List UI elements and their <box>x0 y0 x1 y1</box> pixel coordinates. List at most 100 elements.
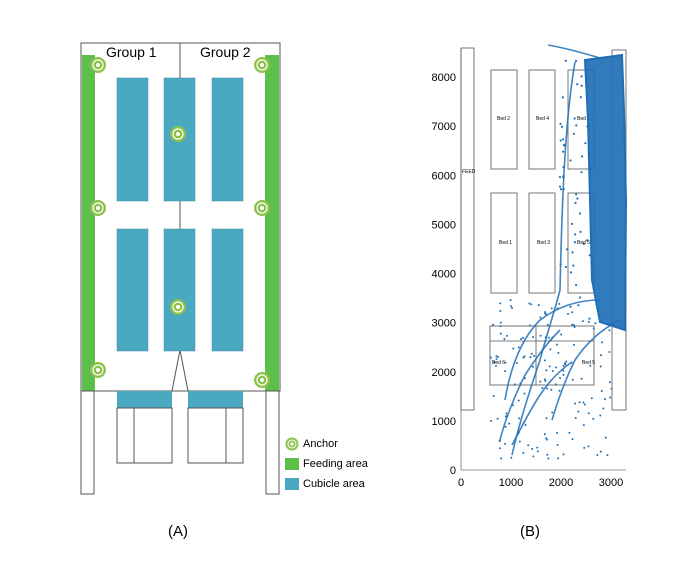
anchor-icon <box>285 437 299 451</box>
trace-point <box>548 365 551 368</box>
trace-point <box>561 96 564 99</box>
trace-point <box>569 305 572 308</box>
trace-point <box>573 325 576 328</box>
trace-point <box>602 407 605 410</box>
trace-point <box>559 263 562 266</box>
y-tick-label: 7000 <box>432 121 456 133</box>
left-lane <box>80 390 95 495</box>
trace-point <box>592 266 595 269</box>
trace-point <box>604 436 607 439</box>
trace-point <box>558 302 561 305</box>
trace-point <box>523 392 526 395</box>
trace-path <box>511 361 573 446</box>
trace-point <box>559 139 562 142</box>
trace-point <box>523 377 526 380</box>
panel-a-floorplan <box>80 42 281 495</box>
trace-point <box>587 320 590 323</box>
trace-point <box>572 132 576 135</box>
cubicle-area <box>188 391 243 408</box>
trace-point <box>599 365 602 368</box>
trace-point <box>608 329 611 332</box>
trace-point <box>531 447 534 450</box>
trace-point <box>575 124 578 127</box>
trace-point <box>551 411 554 414</box>
legend-label: Anchor <box>303 438 338 450</box>
trace-point <box>492 323 495 326</box>
cubicle-area <box>116 228 149 352</box>
trace-path <box>504 299 601 401</box>
trace-point <box>587 412 590 415</box>
trace-point <box>529 356 532 359</box>
legend: Anchor Feeding area Cubicle area <box>285 434 368 494</box>
y-tick-label: 1000 <box>432 416 456 428</box>
y-tick-label: 3000 <box>432 318 456 330</box>
trace-point <box>510 456 513 459</box>
pen-left <box>116 407 173 464</box>
trace-point <box>545 417 548 420</box>
trace-point <box>510 304 513 307</box>
trace-point <box>545 437 548 440</box>
panel-b-label: (B) <box>520 523 540 540</box>
trace-point <box>564 265 568 269</box>
trace-point <box>556 343 559 346</box>
y-tick-label: 5000 <box>432 219 456 231</box>
legend-item-anchor: Anchor <box>285 434 368 454</box>
trace-point <box>574 201 577 204</box>
trace-point <box>523 355 526 358</box>
trace-point <box>580 377 583 380</box>
cubicle-areas <box>116 77 244 408</box>
trace-point <box>557 457 560 460</box>
trace-point <box>582 401 585 404</box>
trace-point <box>610 387 613 390</box>
bed-4 <box>528 69 556 170</box>
trace-point <box>585 80 588 83</box>
trace-point <box>580 84 583 87</box>
trace-point <box>518 417 521 420</box>
x-tick-label: 0 <box>458 477 464 489</box>
trace-point <box>573 117 576 120</box>
trace-point <box>512 347 515 350</box>
trace-point <box>508 422 511 425</box>
trace-point <box>539 380 542 383</box>
trace-point <box>543 378 546 381</box>
x-tick-label: 3000 <box>599 477 623 489</box>
trace-point <box>575 283 578 287</box>
trace-point <box>580 171 583 174</box>
trace-point <box>500 457 503 460</box>
trace-point <box>529 324 532 327</box>
trace-point <box>582 242 585 245</box>
trace-point <box>493 361 496 364</box>
trace-point <box>560 333 563 336</box>
trace-point <box>504 361 507 364</box>
trace-point <box>600 389 603 392</box>
legend-swatch <box>285 458 299 470</box>
dense-trace <box>583 53 628 332</box>
anchor-icon <box>90 57 106 73</box>
trace-point <box>604 398 607 401</box>
trace-point <box>588 317 591 320</box>
group-1-label: Group 1 <box>106 44 157 60</box>
trace-point <box>492 395 495 398</box>
trace-point <box>522 452 525 455</box>
bed-2-label: Bed 2 <box>497 116 511 122</box>
trace-point <box>596 453 599 456</box>
trace-point <box>562 453 565 456</box>
position-trace <box>489 44 628 460</box>
trace-point <box>572 343 575 346</box>
trace-point <box>589 166 592 169</box>
trace-point <box>528 302 531 305</box>
trace-point <box>569 159 572 162</box>
trace-path <box>547 44 601 59</box>
trace-point <box>499 325 502 328</box>
trace-point <box>544 311 547 314</box>
trace-point <box>595 303 598 306</box>
trace-point <box>571 251 574 254</box>
trace-point <box>549 339 552 342</box>
trace-point <box>558 176 562 179</box>
trace-point <box>539 334 542 337</box>
trace-point <box>580 75 583 78</box>
y-tick-label: 2000 <box>432 367 456 379</box>
anchor-icon <box>254 200 270 216</box>
trace-point <box>601 315 604 318</box>
